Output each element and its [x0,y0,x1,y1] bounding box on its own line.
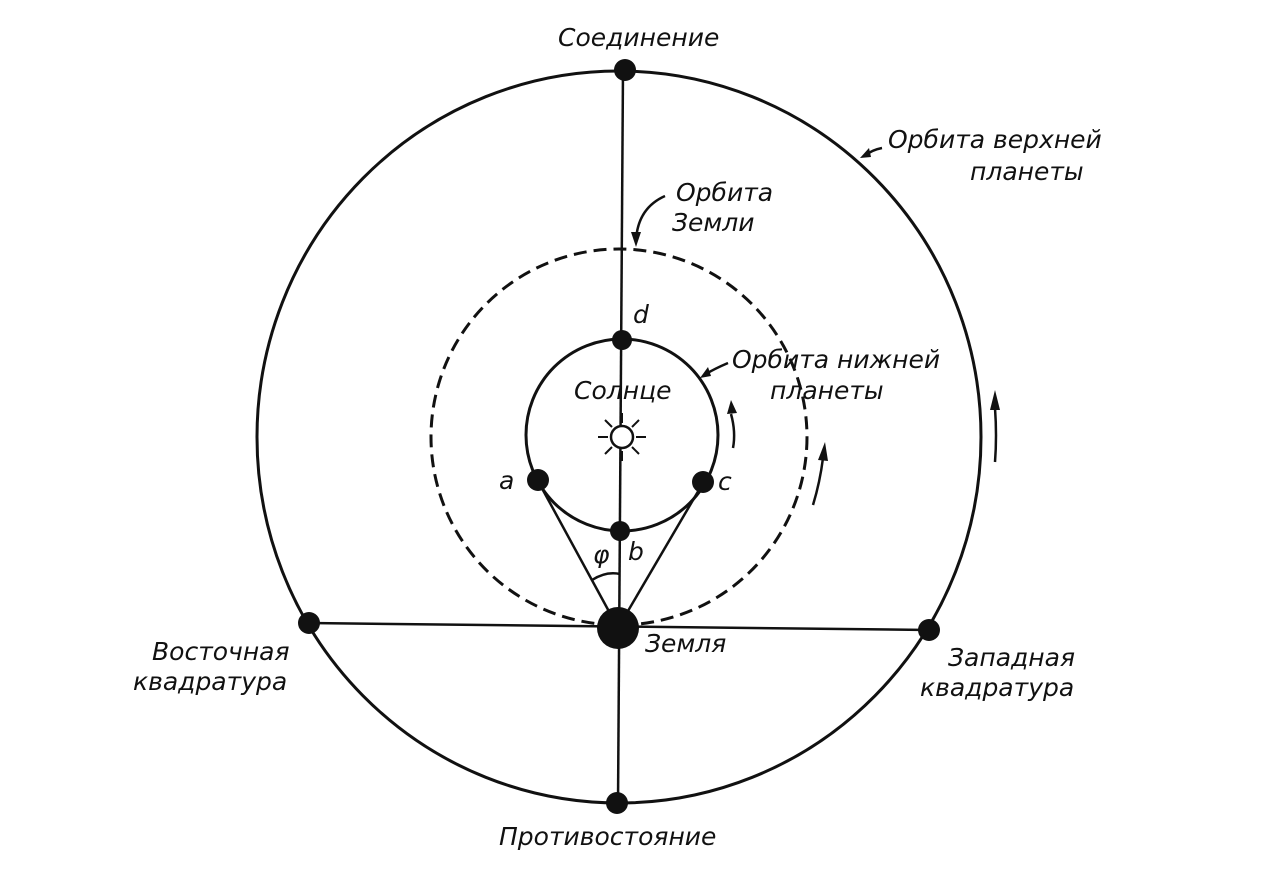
outer-orbit-motion-arrow-icon [990,390,1000,463]
sightline-earth-a [536,480,620,629]
point-b-label: b [628,537,644,566]
inner-orbit-label-line1: Орбита нижней [732,345,940,374]
earth-orbit-motion-arrow-icon [811,442,828,506]
earth-orbit-label-pointer [631,194,666,247]
inner-orbit-motion-arrow-icon [727,400,737,449]
inner-orbit-label-pointer [700,361,729,378]
sun-icon [598,413,646,461]
opposition-label: Противостояние [499,822,716,851]
point-a-label: a [499,466,514,495]
point-d-label: d [633,300,649,329]
conjunction-label: Соединение [558,23,719,52]
earth-orbit-label-line2: Земли [672,208,755,237]
earth-orbit-label-line1: Орбита [676,178,773,207]
inner-orbit-label-line2: планеты [770,376,884,405]
east-quadrature-label-line2: квадратура [133,667,287,696]
sightline-earth-c [616,482,705,629]
point-b [610,521,630,541]
opposition-point [606,792,628,814]
conjunction-point [614,59,636,81]
outer-orbit-label-line1: Орбита верхней [888,125,1102,154]
west-quadrature-label-line1: Западная [948,643,1075,672]
angle-phi-arc [591,572,621,582]
angle-phi-label: φ [593,540,610,569]
earth-point [597,607,639,649]
east-quadrature-label-line1: Восточная [152,637,290,666]
east-quadrature-point [298,612,320,634]
point-d [612,330,632,350]
sun-label: Солнце [574,376,671,405]
west-quadrature-label-line2: квадратура [920,673,1074,702]
earth-label: Земля [645,629,726,658]
outer-orbit-label-pointer [860,146,883,158]
point-c-label: c [718,467,732,496]
earth-orbit [429,247,809,627]
outer-orbit-label-line2: планеты [970,157,1084,186]
west-quadrature-point [918,619,940,641]
point-c [692,471,714,493]
point-a [527,469,549,491]
